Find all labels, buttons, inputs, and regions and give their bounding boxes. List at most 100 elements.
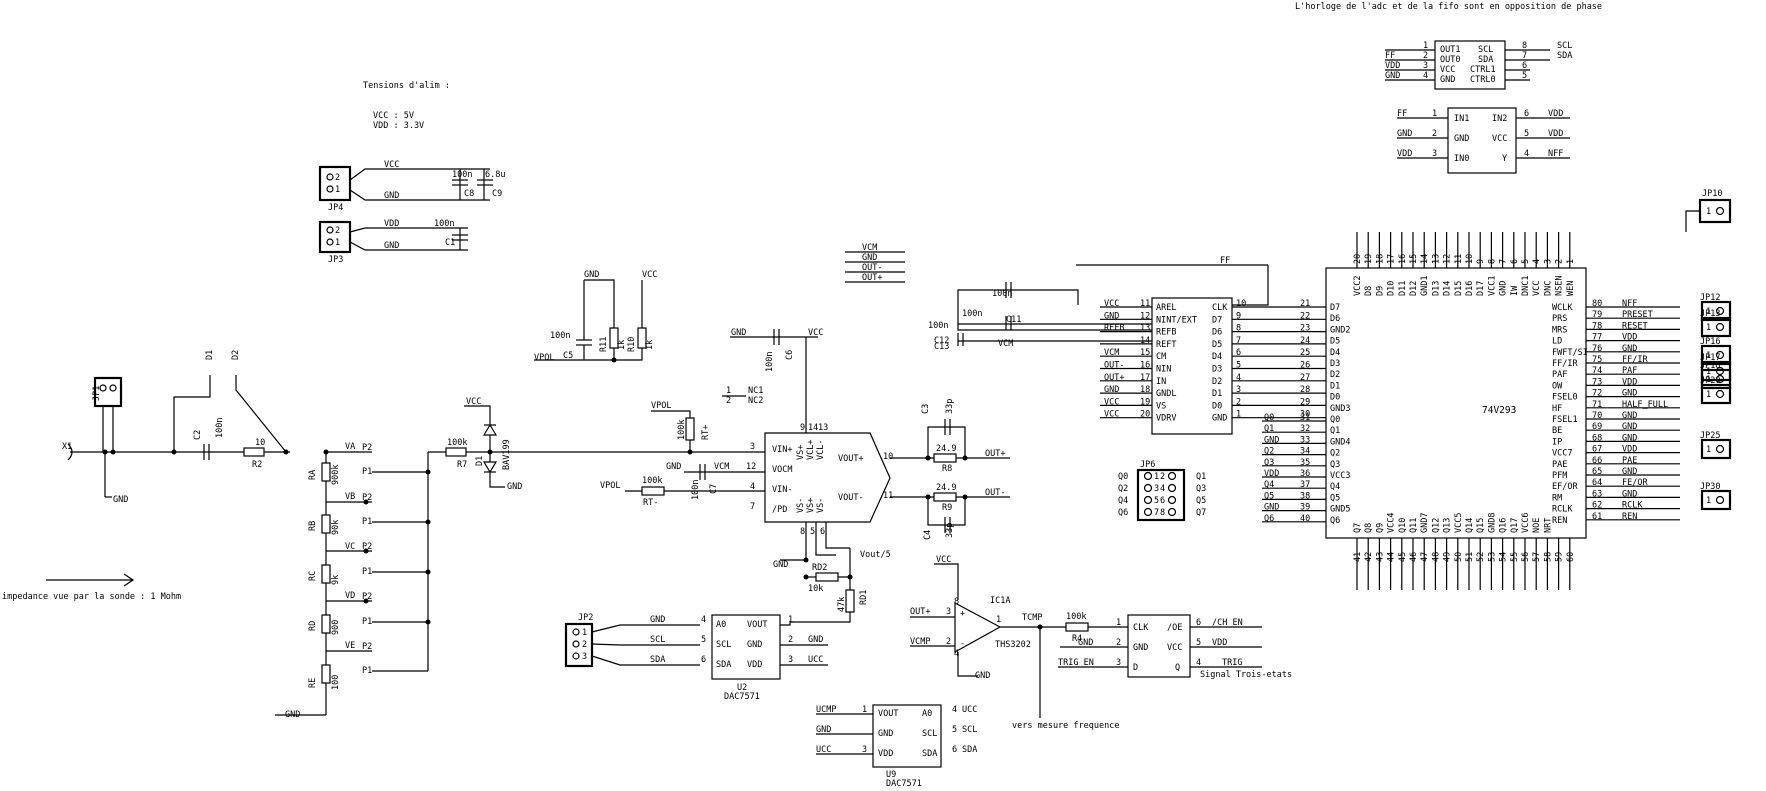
svg-text:IN1: IN1 [1454, 114, 1469, 124]
svg-text:RT+: RT+ [701, 425, 711, 440]
fifo-pin-name: BE [1552, 426, 1562, 436]
svg-text:5: 5 [701, 635, 706, 645]
svg-text:R4: R4 [1072, 634, 1082, 644]
fifo-pin-num: 51 [1465, 552, 1475, 562]
svg-text:9: 9 [800, 423, 805, 433]
fifo-pin-num: 29 [1300, 397, 1310, 407]
svg-text:Vout/5: Vout/5 [860, 550, 891, 560]
svg-text:D1: D1 [205, 350, 215, 360]
svg-text:GND: GND [1078, 638, 1093, 648]
dac-u2: GND SCL SDA 4 5 6 A0 SCL SDA VOUT GND VD… [650, 614, 828, 702]
svg-text:JP1: JP1 [92, 386, 102, 401]
svg-text:33p: 33p [945, 399, 955, 414]
svg-text:24.9: 24.9 [936, 483, 956, 493]
svg-text:VCC: VCC [1440, 65, 1455, 75]
fifo-pin-num: 42 [1364, 552, 1374, 562]
fifo-net-label: GND [1622, 411, 1637, 421]
svg-text:/PD: /PD [772, 505, 787, 515]
fifo-pin-num: 59 [1555, 552, 1565, 562]
svg-text:3: 3 [862, 745, 867, 755]
svg-text:R2: R2 [252, 460, 262, 470]
svg-text:10: 10 [883, 452, 893, 462]
svg-text:100n: 100n [962, 309, 982, 319]
fifo-pin-num: 67 [1592, 445, 1602, 455]
fifo-pin-name: Q10 [1398, 518, 1408, 533]
svg-text:4: 4 [750, 482, 755, 492]
fifo-net-label: GND [1622, 489, 1637, 499]
adc-pin-name: REFT [1156, 340, 1176, 350]
fifo-pin-num: 60 [1566, 552, 1576, 562]
svg-text:GND: GND [808, 635, 823, 645]
svg-text:3: 3 [750, 442, 755, 452]
svg-text:GND: GND [507, 482, 522, 492]
fifo-pin-num: 20 [1353, 254, 1363, 264]
svg-text:IN2: IN2 [1492, 114, 1507, 124]
svg-text:6: 6 [1524, 109, 1529, 119]
svg-text:100k: 100k [677, 420, 687, 440]
svg-text:VCM: VCM [862, 243, 877, 253]
adc-pin-num: 2 [1236, 397, 1241, 407]
svg-text:VOUT: VOUT [878, 709, 898, 719]
svg-text:BAV199: BAV199 [502, 439, 512, 470]
svg-text:90k: 90k [331, 520, 341, 535]
svg-text:5: 5 [952, 725, 957, 735]
adc-pin-name: D5 [1212, 340, 1222, 350]
svg-text:JP6: JP6 [1140, 460, 1155, 470]
fifo-pin-name: RM [1552, 493, 1562, 503]
fifo-pin-name: GND5 [1330, 505, 1350, 515]
fifo-pin-name: D11 [1398, 281, 1408, 296]
svg-text:GND: GND [731, 328, 746, 338]
svg-text:A0: A0 [716, 620, 726, 630]
adc-pin-name: VDRV [1156, 414, 1176, 424]
svg-text:1: 1 [1432, 109, 1437, 119]
svg-text:VDD: VDD [1548, 129, 1563, 139]
svg-text:Q2: Q2 [1118, 484, 1128, 494]
svg-text:SDA: SDA [1478, 55, 1493, 65]
svg-text:24.9: 24.9 [936, 444, 956, 454]
fifo-pin-name: VCC6 [1521, 513, 1531, 533]
svg-text:VDD: VDD [747, 660, 762, 670]
adc-pin-name: NIN [1156, 365, 1171, 375]
svg-text:C11: C11 [1006, 315, 1021, 325]
fifo-net-label: Q2 [1264, 447, 1274, 457]
svg-text:SCL: SCL [922, 729, 937, 739]
fifo-pin-name: Q4 [1330, 482, 1340, 492]
fifo-pin-name: NRT [1543, 518, 1553, 533]
fifo-pin-name: HF [1552, 404, 1562, 414]
fifo-pin-name: PFM [1552, 471, 1567, 481]
fifo-pin-num: 15 [1409, 254, 1419, 264]
fifo-net-label: VDD [1622, 333, 1637, 343]
fifo-pin-name: GND8 [1487, 513, 1497, 533]
fifo-net-label: PAF [1622, 366, 1637, 376]
fifo-pin-name: D8 [1364, 286, 1374, 296]
phase-note: L'horloge de l'adc et de la fifo sont en… [1295, 2, 1602, 12]
svg-text:6: 6 [1196, 618, 1201, 628]
fifo-pin-name: Q11 [1409, 518, 1419, 533]
fifo-pin-num: 69 [1592, 422, 1602, 432]
fifo-pin-num: 43 [1375, 552, 1385, 562]
adc-pin-num: 11 [1140, 299, 1150, 309]
output-filter: OUT+ OUT- C3 33p 24.9 R8 C4 33p 24.9 R9 [890, 399, 1010, 540]
fifo-pin-name: Q16 [1499, 518, 1509, 533]
svg-text:4: 4 [954, 649, 959, 659]
fifo-net-label: GND [1622, 422, 1637, 432]
fifo-pin-num: 80 [1592, 299, 1602, 309]
svg-text:C4: C4 [923, 530, 933, 540]
svg-text:FF: FF [1397, 109, 1407, 119]
fifo-pin-name: D15 [1454, 281, 1464, 296]
svg-text:D2: D2 [231, 350, 241, 360]
svg-text:10k: 10k [808, 584, 823, 594]
svg-text:3: 3 [788, 655, 793, 665]
adc-pin-num: 7 [1236, 336, 1241, 346]
svg-text:OUT+: OUT+ [862, 273, 882, 283]
svg-text:100n: 100n [691, 480, 701, 500]
adc-net-label: REFB [1104, 324, 1124, 334]
svg-text:3: 3 [1116, 658, 1121, 668]
fifo-pin-num: 31 [1300, 413, 1310, 423]
svg-text:P1: P1 [362, 467, 372, 477]
diode-d1: VCC GND D1 BAV199 [464, 397, 522, 492]
fifo-pin-name: Q17 [1510, 518, 1520, 533]
alim-vcc: VCC : 5V [373, 111, 414, 121]
svg-text:IN0: IN0 [1454, 154, 1469, 164]
svg-text:100k: 100k [1066, 612, 1086, 622]
